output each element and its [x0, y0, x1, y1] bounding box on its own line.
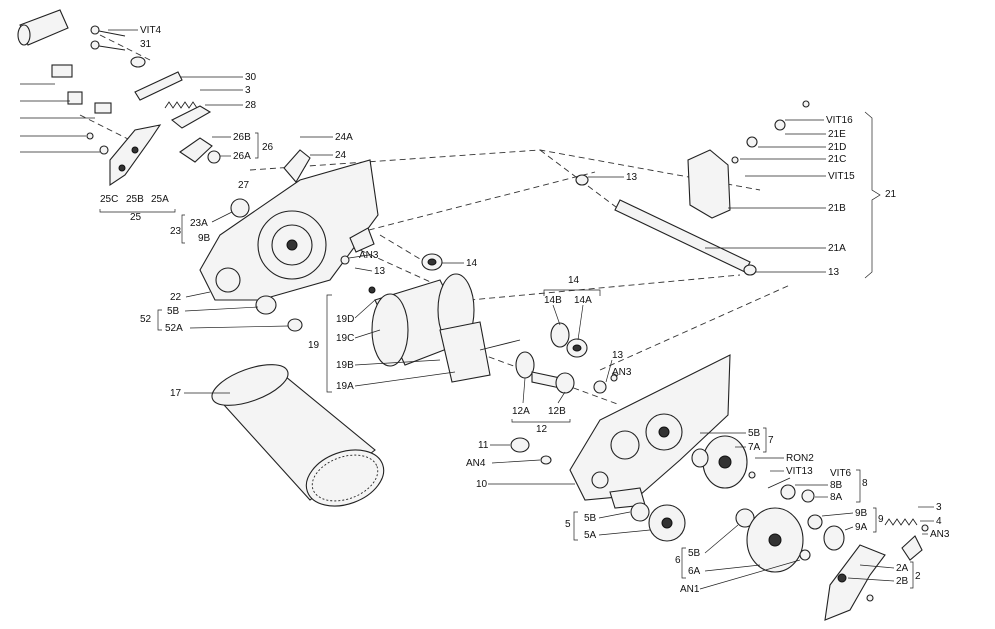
label-an4: AN4 — [466, 458, 486, 469]
label-2: 2 — [915, 571, 921, 582]
label-7a: 7A — [748, 442, 761, 453]
center-gears — [515, 322, 618, 394]
label-an3-top: AN3 — [359, 250, 379, 261]
label-26: 26 — [262, 142, 274, 153]
label-11: 11 — [478, 440, 489, 451]
label-an1: AN1 — [680, 584, 700, 595]
label-2b: 2B — [896, 576, 909, 587]
label-5: 5 — [565, 519, 571, 530]
motor-assembly — [368, 273, 521, 383]
right-housing — [510, 354, 731, 509]
label-vit13: VIT13 — [786, 466, 813, 477]
label-8b: 8B — [830, 480, 843, 491]
label-25c: 25C — [100, 194, 118, 205]
label-5b-bottom: 5B — [584, 513, 597, 524]
label-21b: 21B — [828, 203, 846, 214]
label-vit15: VIT15 — [828, 171, 855, 182]
label-an3-mid: AN3 — [612, 367, 632, 378]
label-23: 23 — [170, 226, 182, 237]
cylinder-sleeve — [211, 364, 385, 507]
label-vit6: VIT6 — [830, 468, 852, 479]
label-27: 27 — [238, 180, 250, 191]
label-25b: 25B — [126, 194, 144, 205]
label-26b: 26B — [233, 132, 251, 143]
top-left-parts — [17, 9, 221, 187]
label-26a: 26A — [233, 151, 251, 162]
label-ron2: RON2 — [786, 453, 814, 464]
label-17: 17 — [170, 388, 182, 399]
label-52a: 52A — [165, 323, 183, 334]
label-2a: 2A — [896, 563, 909, 574]
label-3-right: 3 — [936, 502, 942, 513]
left-housing — [199, 149, 443, 332]
label-23a: 23A — [190, 218, 208, 229]
label-13-left: 13 — [374, 266, 386, 277]
label-5b-6: 5B — [688, 548, 701, 559]
label-vit4: VIT4 — [140, 25, 162, 36]
label-12b: 12B — [548, 406, 566, 417]
label-28: 28 — [245, 100, 257, 111]
label-an3-right: AN3 — [930, 529, 950, 540]
label-24: 24 — [335, 150, 347, 161]
label-6: 6 — [675, 555, 681, 566]
label-9a: 9A — [855, 522, 868, 533]
label-5b-7: 5B — [748, 428, 761, 439]
label-7: 7 — [768, 435, 774, 446]
label-13-top: 13 — [626, 172, 638, 183]
label-14a: 14A — [574, 295, 592, 306]
label-14b: 14B — [544, 295, 562, 306]
label-10: 10 — [476, 479, 488, 490]
label-vit16: VIT16 — [826, 115, 853, 126]
callout-labels: VIT4 31 30 3 28 26B 26A 26 24A 24 27 25C… — [100, 25, 950, 595]
label-24a: 24A — [335, 132, 353, 143]
label-14-left: 14 — [466, 258, 478, 269]
shaft-assembly — [575, 100, 810, 276]
label-8a: 8A — [830, 492, 843, 503]
label-4: 4 — [936, 516, 942, 527]
label-3: 3 — [245, 85, 251, 96]
label-9b-right: 9B — [855, 508, 868, 519]
label-22: 22 — [170, 292, 182, 303]
label-25a: 25A — [151, 194, 169, 205]
label-6a: 6A — [688, 566, 701, 577]
label-21a: 21A — [828, 243, 846, 254]
label-25: 25 — [130, 212, 142, 223]
gear-stack — [630, 435, 845, 573]
label-12: 12 — [536, 424, 548, 435]
label-5a: 5A — [584, 530, 597, 541]
label-5b-left: 5B — [167, 306, 180, 317]
label-9b-left: 9B — [198, 233, 211, 244]
label-9: 9 — [878, 514, 884, 525]
label-12a: 12A — [512, 406, 530, 417]
label-21e: 21E — [828, 129, 846, 140]
label-19b: 19B — [336, 360, 354, 371]
label-30: 30 — [245, 72, 257, 83]
label-21: 21 — [885, 189, 897, 200]
label-13-right: 13 — [828, 267, 840, 278]
leader-lines — [99, 29, 934, 590]
label-52: 52 — [140, 314, 152, 325]
label-19: 19 — [308, 340, 320, 351]
label-8: 8 — [862, 478, 868, 489]
label-31: 31 — [140, 39, 152, 50]
label-19d: 19D — [336, 314, 354, 325]
lever-assembly — [824, 518, 929, 621]
label-21d: 21D — [828, 142, 846, 153]
label-19a: 19A — [336, 381, 354, 392]
label-13-mid: 13 — [612, 350, 624, 361]
label-14-group: 14 — [568, 275, 580, 286]
label-19c: 19C — [336, 333, 354, 344]
label-21c: 21C — [828, 154, 846, 165]
